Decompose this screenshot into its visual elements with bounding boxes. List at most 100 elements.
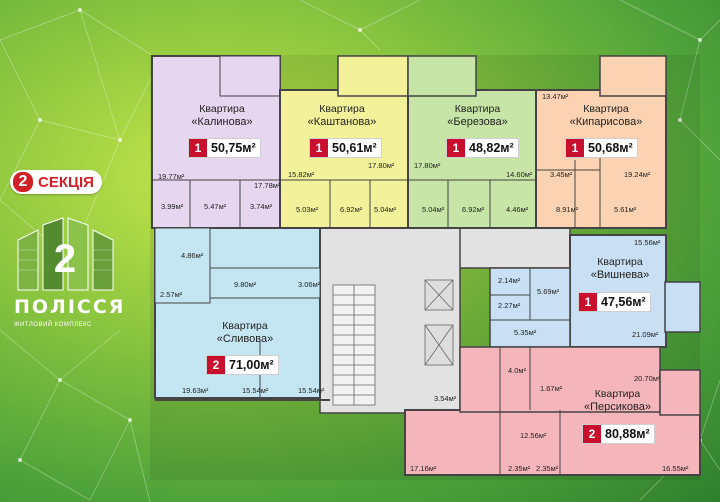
room-area: 17.80м² [368,161,395,170]
room-area: 5.04м² [374,205,397,214]
room-area: 4.86м² [181,251,204,260]
total-area: 50,61м² [332,141,377,155]
room-area: 8.91м² [556,205,579,214]
apartment-title: Квартира [583,103,629,115]
area-badge-kyparysova: 1 50,68м² [565,138,638,158]
room-area: 17.16м² [410,464,437,473]
section-badge: 2 СЕКЦІЯ [10,170,102,194]
room-area: 15.56м² [634,238,661,247]
apartment-name: «Березова» [447,116,508,128]
room-area: 3.99м² [161,202,184,211]
section-number: 2 [13,172,33,192]
apartment-persykova[interactable] [404,346,701,476]
room-area: 9.80м² [234,280,257,289]
apartment-title: Квартира [199,103,245,115]
room-area: 5.03м² [296,205,319,214]
apartment-title: Квартира [594,388,641,400]
room-area: 15.54м² [298,386,325,395]
room-area: 2.35м² [508,464,531,473]
elevator-shafts [424,279,454,366]
room-area: 3.45м² [550,170,573,179]
brand-tagline: ЖИТЛОВИЙ КОМПЛЕКС [14,322,92,328]
room-count: 1 [447,139,465,157]
brand-name: ПОЛІССЯ [14,296,126,318]
apartment-label-vyshneva: Квартира «Вишнева» [575,256,665,282]
room-area: 2.35м² [536,464,559,473]
apartment-berezova[interactable] [407,55,537,229]
total-area: 47,56м² [601,295,646,309]
apartment-vyshneva[interactable] [489,234,701,348]
apartment-label-kyparysova: Квартира «Кипарисова» [556,103,656,129]
apartment-label-berezova: Квартира «Березова» [430,103,525,129]
room-area: 3.06м² [298,280,321,289]
room-area: 5.35м² [514,328,537,337]
room-area: 20.70м² [634,374,661,383]
apartment-name: «Персикова» [584,401,651,413]
apartment-title: Квартира [319,103,365,115]
logo-numeral: 2 [54,237,76,281]
room-area: 17.78м² [254,181,281,190]
apartment-label-slyvova: Квартира «Сливова» [195,320,295,346]
apartment-name: «Каштанова» [307,116,377,128]
room-count: 1 [566,139,584,157]
room-area: 15.54м² [242,386,269,395]
room-area: 14.60м² [506,170,533,179]
apartment-label-persykova: Квартира «Персикова» [570,388,665,414]
room-area: 5.61м² [614,205,637,214]
room-area: 6.92м² [462,205,485,214]
room-count: 2 [583,425,601,443]
room-area: 1.67м² [540,384,563,393]
room-area: 5.47м² [204,202,227,211]
apartment-name: «Сливова» [216,333,274,345]
section-label: СЕКЦІЯ [38,173,94,191]
area-badge-kashtanova: 1 50,61м² [309,138,382,158]
apartment-label-kashtanova: Квартира «Каштанова» [292,103,392,129]
apartment-name: «Калинова» [191,116,253,128]
room-area: 21.09м² [632,330,659,339]
brand-logo-emblem: 2 [17,217,114,291]
room-area: 12.56м² [520,431,547,440]
room-area: 3.54м² [434,394,457,403]
room-area: 16.55м² [662,464,689,473]
room-area: 2.27м² [498,301,521,310]
room-area: 4.0м² [508,366,527,375]
room-area: 2.14м² [498,276,521,285]
room-area: 5.69м² [537,287,560,296]
total-area: 48,82м² [469,141,514,155]
room-count: 1 [189,139,207,157]
apartment-title: Квартира [597,256,643,268]
total-area: 80,88м² [605,427,650,441]
apartment-title: Квартира [222,320,268,332]
room-area: 19.63м² [182,386,209,395]
apartment-name: «Вишнева» [590,269,650,281]
room-area: 2.57м² [160,290,183,299]
room-area: 17.80м² [414,161,441,170]
room-area: 4.46м² [506,205,529,214]
area-badge-persykova: 2 80,88м² [582,424,655,444]
room-area: 19.77м² [158,172,185,181]
room-count: 1 [310,139,328,157]
room-area: 5.04м² [422,205,445,214]
room-area: 6.92м² [340,205,363,214]
room-area: 19.24м² [624,170,651,179]
apartment-title: Квартира [454,103,501,115]
area-badge-kalynova: 1 50,75м² [188,138,261,158]
apartment-kashtanova[interactable] [279,55,409,229]
area-badge-berezova: 1 48,82м² [446,138,519,158]
room-area: 3.74м² [250,202,273,211]
room-area: 13.47м² [542,92,569,101]
apartment-name: «Кипарисова» [569,116,643,128]
room-count: 2 [207,356,225,374]
apartment-kyparysova[interactable] [535,55,667,229]
area-badge-vyshneva: 1 47,56м² [578,292,651,312]
apartment-label-kalynova: Квартира «Калинова» [172,103,272,129]
staircase [332,284,376,406]
total-area: 71,00м² [229,358,274,372]
area-badge-slyvova: 2 71,00м² [206,355,279,375]
total-area: 50,68м² [588,141,633,155]
room-area: 15.82м² [288,170,315,179]
room-count: 1 [579,293,597,311]
total-area: 50,75м² [211,141,256,155]
